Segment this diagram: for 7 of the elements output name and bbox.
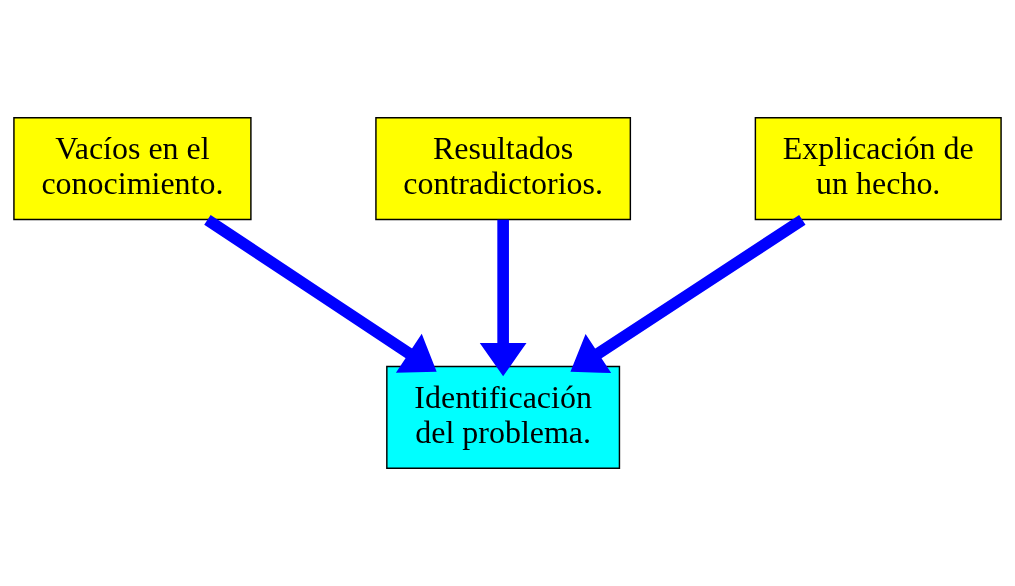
arrow (479, 219, 527, 377)
node-box: Resultados contradictorios. (375, 117, 632, 221)
node-box: Vacíos en el conocimiento. (13, 117, 252, 221)
node-box: Explicación de un hecho. (754, 117, 1002, 221)
arrow (204, 215, 437, 373)
arrow (570, 215, 806, 373)
node-box: Identificación del problema. (386, 365, 621, 469)
